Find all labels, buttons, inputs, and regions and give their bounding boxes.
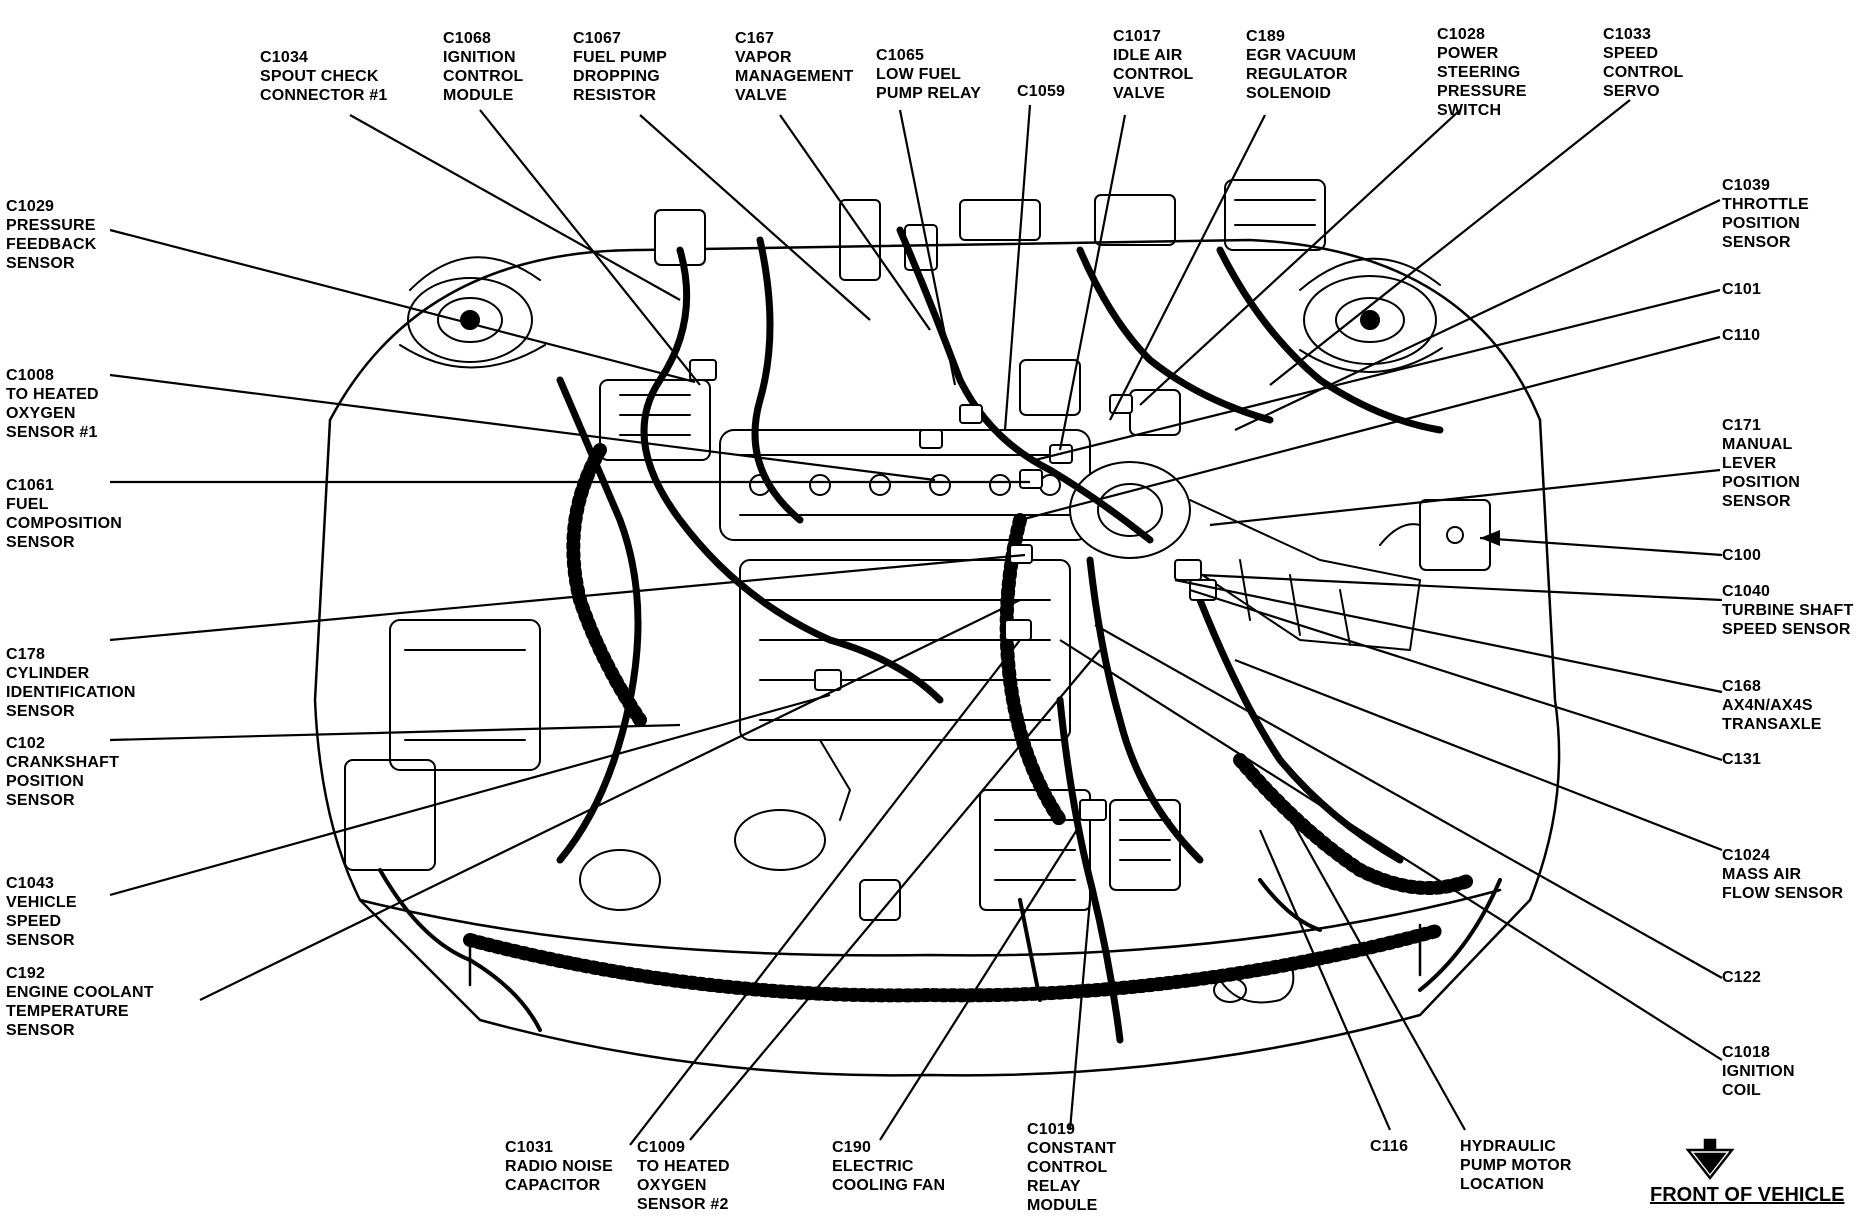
label-c1040: C1040 TURBINE SHAFT SPEED SENSOR bbox=[1722, 583, 1854, 638]
intake-plenum bbox=[599, 379, 1091, 741]
leader-c1028 bbox=[1139, 109, 1461, 406]
right-strut-tower bbox=[1299, 257, 1443, 373]
leader-c122 bbox=[1094, 624, 1723, 979]
connectors bbox=[689, 359, 1217, 821]
label-c1031: C1031 RADIO NOISE CAPACITOR bbox=[505, 1139, 613, 1194]
label-c1019: C1019 CONSTANT CONTROL RELAY MODULE bbox=[1027, 1121, 1117, 1214]
leader-c1067 bbox=[639, 114, 871, 321]
label-c1033: C1033 SPEED CONTROL SERVO bbox=[1603, 26, 1684, 100]
leader-c178 bbox=[109, 553, 1026, 642]
label-c100: C100 bbox=[1722, 547, 1762, 564]
leader-lines bbox=[109, 99, 1723, 1146]
label-c1008: C1008 TO HEATED OXYGEN SENSOR #1 bbox=[6, 367, 99, 441]
label-c192: C192 ENGINE COOLANT TEMPERATURE SENSOR bbox=[6, 965, 154, 1039]
label-c171: C171 MANUAL LEVER POSITION SENSOR bbox=[1722, 417, 1801, 510]
label-c1068: C1068 IGNITION CONTROL MODULE bbox=[443, 30, 524, 104]
leader-c116 bbox=[1258, 829, 1392, 1131]
leader-c100 bbox=[1479, 536, 1723, 557]
lower-engine-parts bbox=[579, 739, 1295, 1004]
leader-c1009 bbox=[689, 649, 1101, 1141]
leader-c189 bbox=[1109, 114, 1266, 421]
leader-hyd bbox=[1279, 799, 1466, 1131]
wiring-harness bbox=[378, 226, 1502, 1044]
label-c1028: C1028 POWER STEERING PRESSURE SWITCH bbox=[1437, 26, 1527, 119]
leader-c1019 bbox=[1068, 899, 1092, 1131]
leader-c1068 bbox=[479, 109, 701, 386]
label-c1009: C1009 TO HEATED OXYGEN SENSOR #2 bbox=[637, 1139, 730, 1213]
front-of-vehicle-label: FRONT OF VEHICLE bbox=[1650, 1184, 1845, 1206]
left-module-box bbox=[344, 619, 541, 871]
leader-c1040 bbox=[1199, 573, 1723, 602]
label-c101: C101 bbox=[1722, 281, 1762, 298]
leader-c1034 bbox=[349, 114, 681, 301]
label-c102: C102 CRANKSHAFT POSITION SENSOR bbox=[6, 735, 120, 809]
leader-c192 bbox=[199, 599, 1021, 1001]
leader-c1029 bbox=[109, 228, 696, 384]
leader-c1018 bbox=[1059, 639, 1723, 1061]
leader-c1008 bbox=[109, 373, 936, 482]
throttle-body bbox=[1069, 461, 1421, 651]
leader-c1033 bbox=[1269, 99, 1631, 386]
leader-c110 bbox=[1019, 335, 1721, 522]
label-c1029: C1029 PRESSURE FEEDBACK SENSOR bbox=[6, 198, 97, 272]
label-c168: C168 AX4N/AX4S TRANSAXLE bbox=[1722, 678, 1822, 733]
front-of-vehicle-arrow-icon bbox=[1685, 1138, 1735, 1181]
label-c110: C110 bbox=[1722, 327, 1761, 344]
leader-c1017 bbox=[1058, 114, 1127, 451]
leader-c1043 bbox=[109, 693, 831, 897]
label-c1065: C1065 LOW FUEL PUMP RELAY bbox=[876, 47, 982, 102]
label-c116: C116 bbox=[1370, 1138, 1409, 1155]
leader-c1065 bbox=[898, 109, 957, 386]
leader-c1024 bbox=[1234, 658, 1723, 852]
label-c1034: C1034 SPOUT CHECK CONNECTOR #1 bbox=[260, 49, 388, 104]
label-c190: C190 ELECTRIC COOLING FAN bbox=[832, 1139, 946, 1194]
leader-c1059 bbox=[1003, 104, 1032, 431]
label-c178: C178 CYLINDER IDENTIFICATION SENSOR bbox=[6, 646, 136, 720]
leader-c1039 bbox=[1234, 199, 1721, 431]
leader-c167 bbox=[779, 114, 931, 331]
leader-c101 bbox=[1034, 288, 1721, 462]
label-c1043: C1043 VEHICLE SPEED SENSOR bbox=[6, 875, 77, 949]
leader-c131 bbox=[1189, 588, 1723, 762]
label-c122: C122 bbox=[1722, 969, 1762, 986]
leader-c102 bbox=[109, 723, 681, 742]
label-c167: C167 VAPOR MANAGEMENT VALVE bbox=[735, 30, 854, 104]
label-c1018: C1018 IGNITION COIL bbox=[1722, 1044, 1795, 1099]
label-c1024: C1024 MASS AIR FLOW SENSOR bbox=[1722, 847, 1844, 902]
leader-c168 bbox=[1174, 578, 1723, 694]
label-c1061: C1061 FUEL COMPOSITION SENSOR bbox=[6, 477, 122, 551]
label-c1039: C1039 THROTTLE POSITION SENSOR bbox=[1722, 177, 1809, 251]
label-c1017: C1017 IDLE AIR CONTROL VALVE bbox=[1113, 28, 1194, 102]
right-connector-module bbox=[1379, 499, 1491, 571]
c100-arrowhead bbox=[1480, 530, 1500, 546]
label-hydraulic-pump-motor: HYDRAULIC PUMP MOTOR LOCATION bbox=[1460, 1138, 1572, 1193]
label-c1067: C1067 FUEL PUMP DROPPING RESISTOR bbox=[573, 30, 667, 104]
leader-c190 bbox=[879, 824, 1081, 1141]
label-c189: C189 EGR VACUUM REGULATOR SOLENOID bbox=[1246, 28, 1357, 102]
label-c1059: C1059 bbox=[1017, 83, 1066, 100]
leader-c171 bbox=[1209, 468, 1721, 527]
leader-c1031 bbox=[629, 639, 1021, 1146]
label-c131: C131 bbox=[1722, 751, 1762, 768]
